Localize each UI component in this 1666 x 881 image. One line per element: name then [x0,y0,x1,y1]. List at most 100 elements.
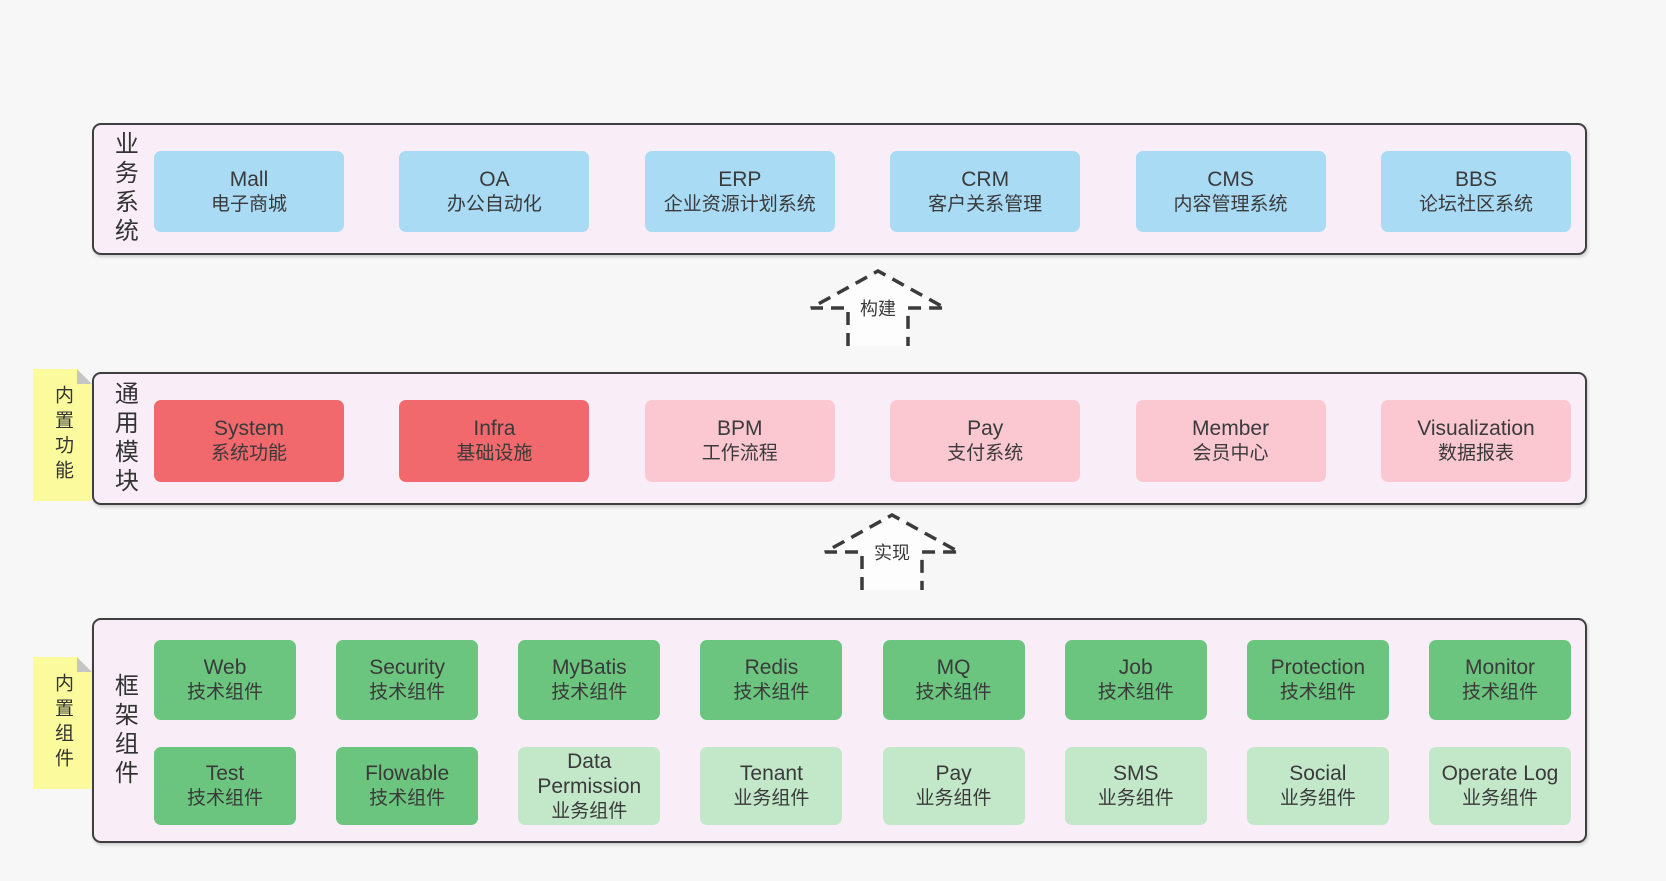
component-box-sms: SMS 业务组件 [1064,747,1207,825]
component-name: Pay [967,417,1004,440]
component-name: Pay [935,762,972,785]
component-name: BPM [717,417,763,440]
component-name: OA [479,167,510,191]
component-desc: 办公自动化 [446,193,542,215]
component-desc: 业务组件 [733,788,810,809]
component-desc: 技术组件 [1097,682,1174,703]
component-box-job: Job 技术组件 [1064,640,1207,720]
component-name: Security [369,656,446,679]
component-name: BBS [1454,167,1497,191]
component-box-member: Member 会员中心 [1135,400,1326,482]
component-box-flowable: Flowable 技术组件 [336,747,479,825]
component-name: Flowable [365,762,450,785]
component-desc: 技术组件 [369,682,446,703]
component-desc: 论坛社区系统 [1418,193,1533,215]
component-box-tenant: Tenant 业务组件 [700,747,843,825]
component-box-pay: Pay 业务组件 [882,747,1025,825]
component-name: Job [1118,656,1153,679]
component-name: Protection [1270,656,1366,679]
component-name: Operate Log [1441,762,1559,785]
component-desc: 技术组件 [733,682,810,703]
component-box-bpm: BPM 工作流程 [644,400,835,482]
sticky-note-label: 内置组件 [52,673,73,773]
component-desc: 支付系统 [947,443,1024,464]
component-name: ERP [718,167,762,191]
component-desc: 客户关系管理 [928,193,1043,215]
component-name: Infra [473,417,516,440]
component-name: System [213,417,284,440]
component-desc: 业务组件 [551,800,628,822]
component-desc: 技术组件 [1279,682,1356,703]
component-name: Member [1192,417,1270,440]
component-box-operate-log: Operate Log 业务组件 [1428,747,1571,825]
build-arrow-label: 构建 [857,294,899,322]
component-name: Mall [229,167,269,191]
component-name: CMS [1207,167,1254,191]
layer-title-framework-components: 框架组件 [110,672,138,789]
implement-arrow-label: 实现 [871,538,913,566]
component-desc: 电子商城 [210,193,287,215]
component-name: Tenant [739,762,803,785]
component-desc: 内容管理系统 [1173,193,1288,215]
layer-title-business-systems: 业务系统 [110,131,138,247]
layer-panel-common-modules: 通用模块 System 系统功能 Infra 基础设施 BPM 工作流程 Pay 支付系统 Me… [92,372,1587,505]
component-name: SMS [1112,762,1159,785]
component-desc: 工作流程 [701,443,778,464]
component-desc: 基础设施 [456,443,533,464]
component-desc: 业务组件 [1461,788,1538,809]
component-desc: 技术组件 [186,788,263,809]
component-name: Web [203,656,247,679]
component-desc: 系统功能 [210,443,287,464]
component-box-infra: Infra 基础设施 [399,400,590,482]
component-name: MyBatis [551,656,627,679]
component-desc: 数据报表 [1437,443,1514,464]
sticky-note-builtin-features: 内置功能 [33,369,92,501]
component-box-security: Security 技术组件 [336,640,479,720]
component-desc: 业务组件 [915,788,992,809]
component-box-system: System 系统功能 [154,400,344,482]
component-name: Monitor [1464,656,1535,679]
component-name: MQ [936,656,971,679]
component-row: System 系统功能 Infra 基础设施 BPM 工作流程 Pay 支付系统 Member 会… [154,400,1571,482]
component-box-visualization: Visualization 数据报表 [1380,400,1571,482]
component-box-pay: Pay 支付系统 [890,400,1081,482]
component-desc: 业务组件 [1097,788,1174,809]
note-fold-icon [77,657,92,672]
implement-arrow-icon: 实现 [822,512,962,590]
component-desc: 技术组件 [1461,682,1538,703]
component-desc: 业务组件 [1279,788,1356,809]
component-name: Visualization [1417,417,1535,440]
component-name: CRM [961,167,1010,191]
component-desc: 会员中心 [1192,443,1269,464]
component-box-mq: MQ 技术组件 [882,640,1025,720]
component-box-web: Web 技术组件 [154,640,296,720]
component-box-redis: Redis 技术组件 [700,640,843,720]
component-name: Redis [744,656,799,679]
component-desc: 企业资源计划系统 [663,193,816,215]
sticky-note-label: 内置功能 [52,385,73,485]
component-desc: 技术组件 [369,788,446,809]
component-desc: 技术组件 [915,682,992,703]
note-fold-icon [77,369,92,384]
layer-title-common-modules: 通用模块 [110,380,138,497]
component-box-monitor: Monitor 技术组件 [1428,640,1571,720]
component-name: Data Permission [537,749,642,798]
component-desc: 技术组件 [186,682,263,703]
build-arrow-icon: 构建 [808,268,948,346]
